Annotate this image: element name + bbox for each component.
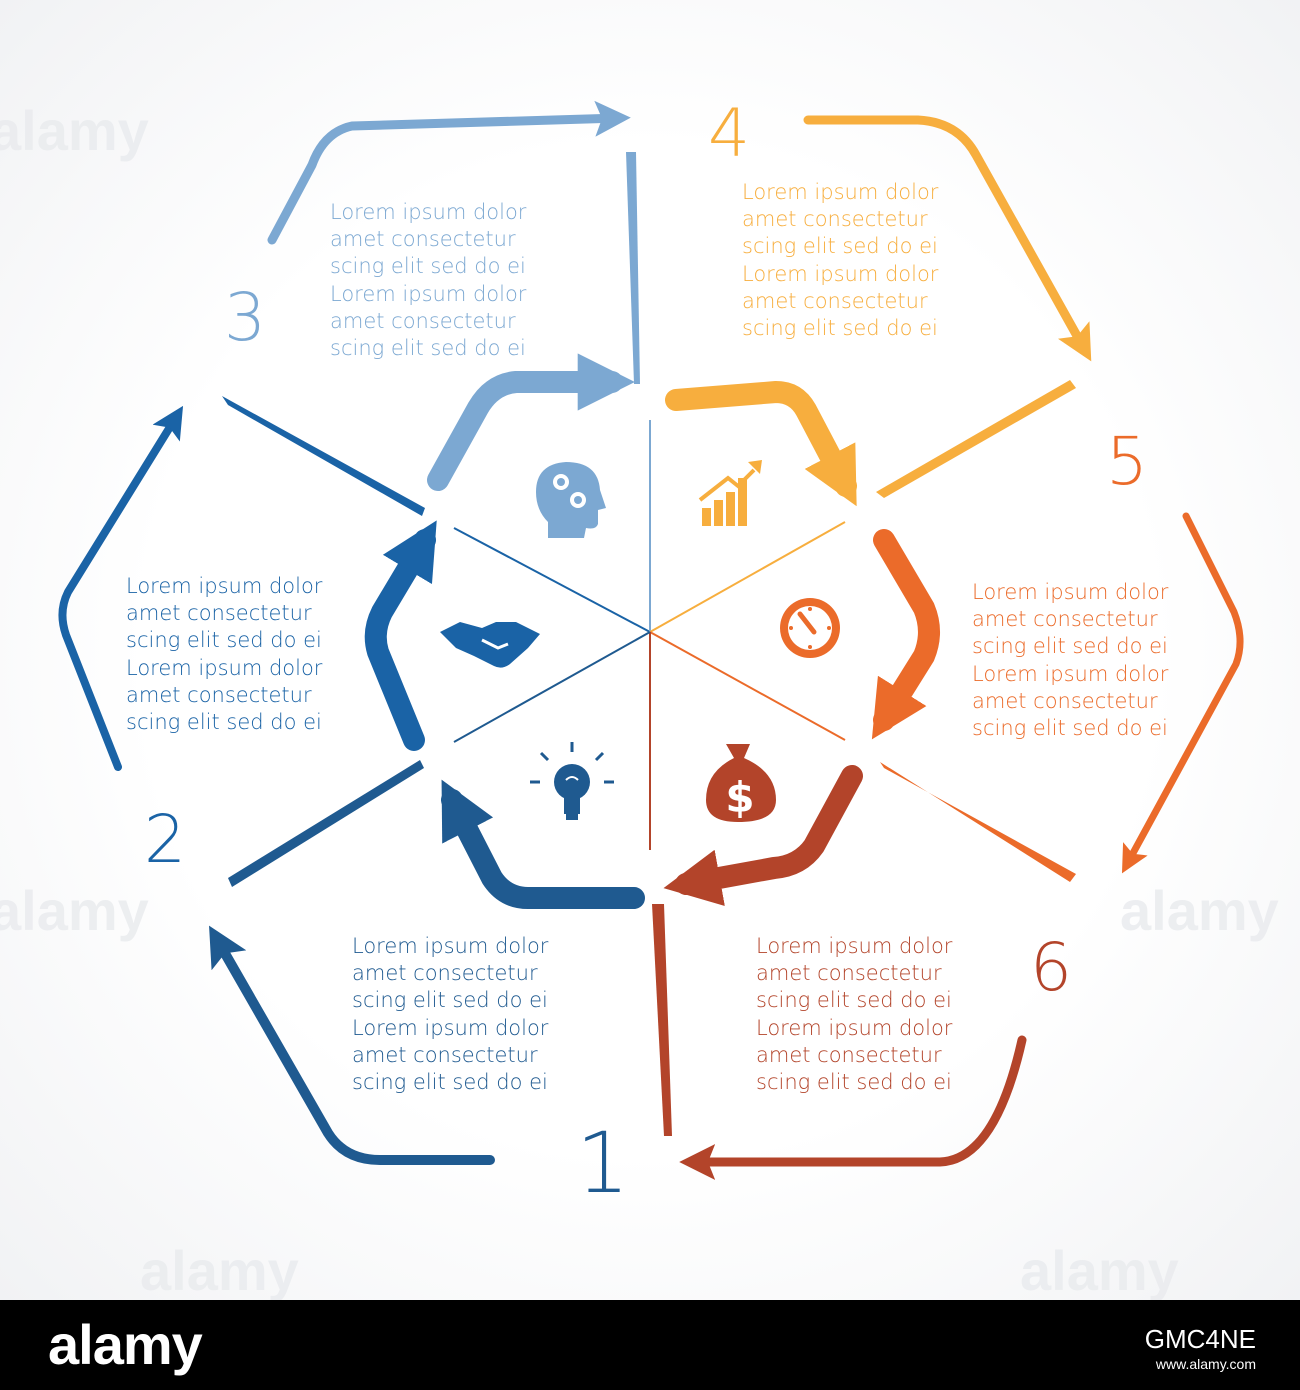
text-line: Lorem ipsum dolor — [756, 934, 953, 958]
text-line: scing elit sed do ei — [742, 234, 938, 258]
outer-arrows — [58, 100, 1244, 1180]
text-line: Lorem ipsum dolor — [972, 662, 1169, 686]
inner-arrow-1 — [441, 779, 645, 909]
text-line: scing elit sed do ei — [756, 988, 952, 1012]
text-line: scing elit sed do ei — [742, 316, 938, 340]
text-line: amet consectetur — [352, 961, 538, 985]
growth-chart-icon — [698, 460, 762, 526]
cycle-diagram: alamy alamy alamy alamy alamy — [0, 95, 1279, 1300]
watermark: alamy — [1020, 1239, 1179, 1300]
outer-arrow-3 — [267, 100, 631, 245]
outer-bars — [222, 152, 1076, 1136]
lightbulb-icon — [530, 742, 614, 820]
outer-arrow-1 — [209, 925, 495, 1165]
bar-2 — [222, 396, 425, 516]
inner-arrow-4 — [665, 381, 857, 507]
text-line: Lorem ipsum dolor — [330, 200, 527, 224]
text-line: scing elit sed do ei — [330, 254, 526, 278]
alamy-logo: alamy — [48, 1313, 203, 1376]
segment-text-4: Lorem ipsum dolor amet consectetur scing… — [742, 180, 939, 340]
segment-number-6: 6 — [1030, 929, 1072, 1006]
text-line: scing elit sed do ei — [126, 710, 322, 734]
text-line: amet consectetur — [742, 289, 928, 313]
text-line: Lorem ipsum dolor — [742, 262, 939, 286]
segment-text-blocks: Lorem ipsum dolor amet consectetur scing… — [126, 180, 1169, 1094]
text-line: scing elit sed do ei — [972, 716, 1168, 740]
text-line: scing elit sed do ei — [756, 1070, 952, 1094]
text-line: Lorem ipsum dolor — [330, 282, 527, 306]
text-line: amet consectetur — [972, 607, 1158, 631]
spoke — [649, 521, 846, 633]
text-line: Lorem ipsum dolor — [756, 1016, 953, 1040]
clock-icon — [780, 598, 840, 658]
segment-number-5: 5 — [1106, 423, 1148, 500]
site-url: www.alamy.com — [1155, 1356, 1256, 1372]
inner-arrow-3 — [427, 353, 635, 491]
watermark: alamy — [0, 99, 149, 162]
watermark: alamy — [1120, 879, 1279, 942]
text-line: amet consectetur — [126, 683, 312, 707]
diagram-canvas: alamy alamy alamy alamy alamy — [0, 0, 1300, 1300]
inner-arrow-5 — [871, 529, 940, 740]
outer-arrow-4 — [803, 115, 1092, 362]
divider-spokes — [453, 420, 846, 850]
watermark-layer: alamy alamy alamy alamy alamy — [0, 99, 1279, 1300]
spoke — [453, 527, 651, 633]
text-line: scing elit sed do ei — [352, 1070, 548, 1094]
segment-number-2: 2 — [144, 801, 186, 878]
head-gears-icon — [536, 462, 606, 538]
svg-text:$: $ — [725, 773, 754, 822]
segment-text-3: Lorem ipsum dolor amet consectetur scing… — [330, 200, 527, 360]
text-line: Lorem ipsum dolor — [352, 934, 549, 958]
outer-arrow-2 — [58, 405, 184, 771]
segment-text-2: Lorem ipsum dolor amet consectetur scing… — [126, 574, 323, 734]
segment-number-3: 3 — [224, 279, 266, 356]
text-line: amet consectetur — [330, 227, 516, 251]
image-id: GMC4NE — [1144, 1324, 1256, 1354]
text-line: amet consectetur — [756, 961, 942, 985]
money-bag-icon: $ — [706, 744, 776, 822]
segment-text-1: Lorem ipsum dolor amet consectetur scing… — [352, 934, 549, 1094]
segment-text-6: Lorem ipsum dolor amet consectetur scing… — [756, 934, 953, 1094]
stock-footer-bar: alamy GMC4NE www.alamy.com — [0, 1300, 1300, 1390]
outer-arrow-5 — [1121, 512, 1244, 874]
text-line: Lorem ipsum dolor — [742, 180, 939, 204]
text-line: amet consectetur — [742, 207, 928, 231]
bar-1 — [228, 760, 424, 887]
handshake-icon — [440, 622, 540, 668]
watermark: alamy — [140, 1239, 299, 1300]
spoke — [649, 631, 846, 741]
text-line: Lorem ipsum dolor — [972, 580, 1169, 604]
bar-4 — [876, 380, 1076, 498]
text-line: Lorem ipsum dolor — [126, 574, 323, 598]
segment-numbers: 1 2 3 4 5 6 — [144, 95, 1148, 1212]
text-line: Lorem ipsum dolor — [126, 656, 323, 680]
text-line: amet consectetur — [756, 1043, 942, 1067]
outer-arrow-6 — [679, 1035, 1027, 1180]
watermark: alamy — [0, 879, 149, 942]
text-line: Lorem ipsum dolor — [352, 1016, 549, 1040]
inner-arrows — [364, 353, 940, 909]
bar-5 — [880, 762, 1076, 882]
segment-number-1: 1 — [576, 1114, 629, 1212]
inner-arrow-2 — [364, 520, 437, 751]
segment-number-4: 4 — [708, 95, 750, 172]
bar-6 — [652, 904, 672, 1136]
bar-3 — [626, 152, 640, 384]
text-line: amet consectetur — [352, 1043, 538, 1067]
text-line: amet consectetur — [330, 309, 516, 333]
text-line: scing elit sed do ei — [126, 628, 322, 652]
text-line: amet consectetur — [972, 689, 1158, 713]
text-line: amet consectetur — [126, 601, 312, 625]
segment-text-5: Lorem ipsum dolor amet consectetur scing… — [972, 580, 1169, 740]
inner-arrow-6 — [663, 765, 863, 906]
text-line: scing elit sed do ei — [972, 634, 1168, 658]
text-line: scing elit sed do ei — [330, 336, 526, 360]
spoke — [453, 631, 651, 743]
text-line: scing elit sed do ei — [352, 988, 548, 1012]
